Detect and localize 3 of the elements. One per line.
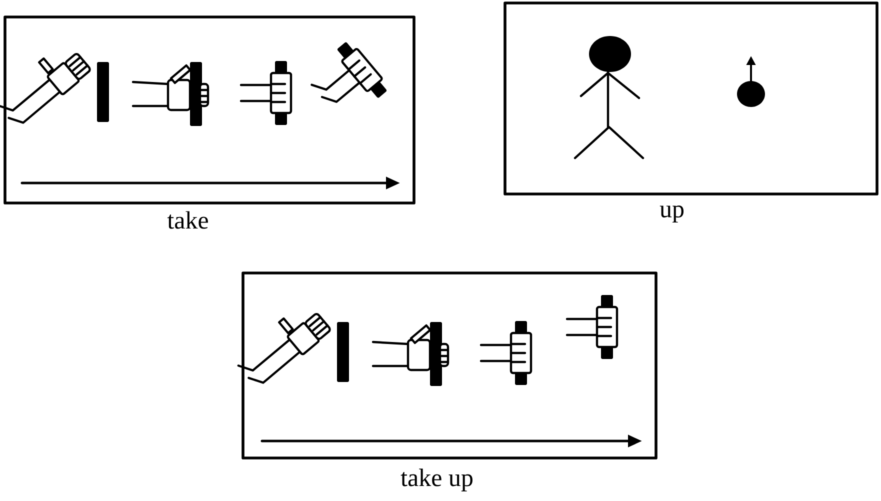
panel-label: take up [400, 468, 472, 492]
panel-label: up [660, 205, 684, 223]
panel-label: take [167, 211, 208, 229]
